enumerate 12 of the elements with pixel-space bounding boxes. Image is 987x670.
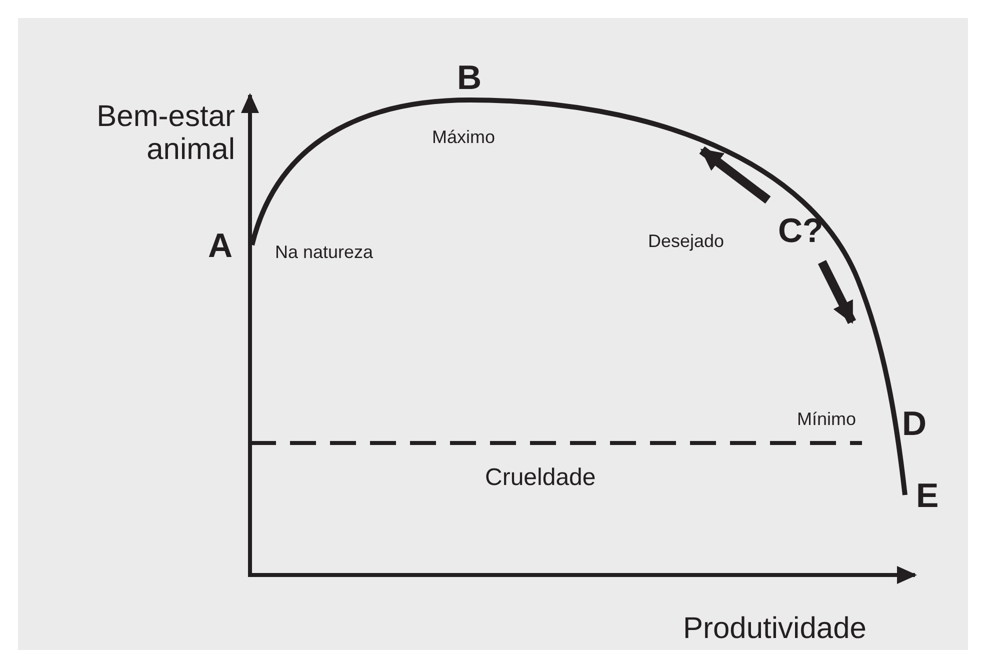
point-label: B	[457, 60, 482, 98]
axis-label: Produtividade	[683, 612, 866, 645]
curve-label: Na natureza	[275, 243, 374, 263]
curve-label: Máximo	[432, 128, 496, 148]
point-label: A	[208, 228, 233, 266]
point-label: C?	[778, 213, 824, 250]
region-label: Crueldade	[485, 465, 596, 492]
curve-label: Mínimo	[797, 410, 856, 430]
axis-label: Bem-estar animal	[96, 100, 235, 166]
point-label: D	[902, 406, 927, 444]
curve-label: Desejado	[648, 232, 724, 252]
point-label: E	[916, 478, 939, 516]
